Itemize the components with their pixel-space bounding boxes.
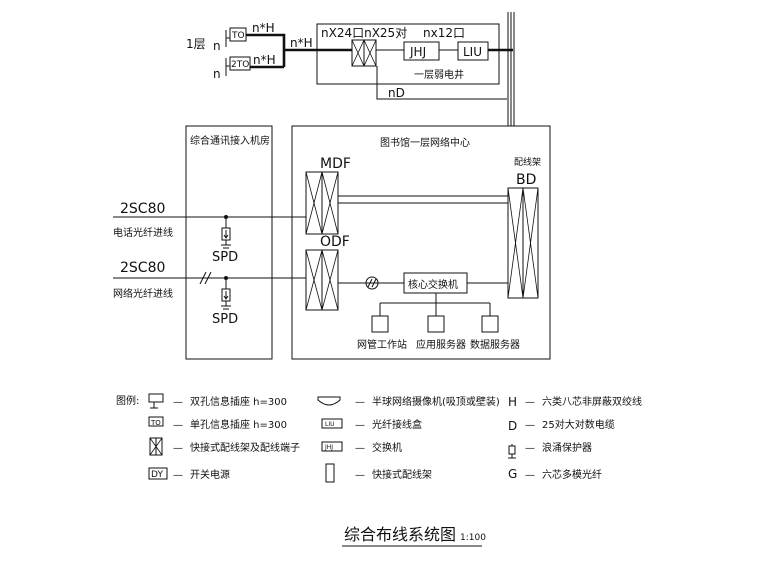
server-branch-lines	[379, 293, 491, 316]
mdf-label: MDF	[320, 156, 351, 172]
legend-code-dy: DY	[151, 470, 163, 480]
distribution-frame-icon	[149, 437, 163, 456]
core-switch-label: 核心交换机	[408, 278, 458, 291]
incoming-label-1: 电话光纤进线	[113, 226, 173, 239]
network-center-title: 图书馆一层网络中心	[380, 136, 470, 149]
legend-dash: —	[525, 420, 535, 431]
shaft-switch	[403, 41, 440, 61]
diagram-caption: 综合布线系统图	[344, 525, 456, 544]
nd-cable	[376, 66, 507, 100]
fiber-box-icon	[321, 418, 343, 429]
nh-label-lower: n*H	[253, 53, 276, 67]
surge-protector-1	[221, 215, 231, 249]
bd-label: BD	[516, 172, 536, 188]
comm-room-title: 综合通讯接入机房	[190, 134, 270, 147]
legend-dash: —	[355, 470, 365, 481]
network-center-box	[291, 125, 551, 360]
spd-label-1: SPD	[212, 250, 238, 265]
workstation-box	[371, 315, 389, 333]
legend-letter-h: H	[508, 395, 517, 409]
legend-text-dome-camera: 半球网络摄像机(吸顶或壁装)	[372, 395, 500, 408]
legend-text-utp: 六类八芯非屏蔽双绞线	[542, 395, 642, 408]
legend-text-patch-panel: 快接式配线架	[372, 468, 432, 481]
legend-text-large-pair: 25对大对数电缆	[542, 418, 615, 431]
diagram-scale: 1:100	[460, 533, 486, 543]
shaft-fiber-box-label: LIU	[463, 45, 482, 59]
spd-label-2: SPD	[212, 312, 238, 327]
legend-text-distribution-frame: 快接式配线架及配线端子	[190, 441, 300, 454]
legend-title: 图例:	[116, 394, 139, 407]
dual-outlet-icon	[148, 393, 164, 409]
fiber-converter-icon	[365, 276, 379, 290]
switch-icon	[321, 441, 343, 452]
data-server-box	[481, 315, 499, 333]
legend-dash: —	[173, 397, 183, 408]
shaft-label: 一层弱电井	[414, 68, 464, 81]
workstation-label: 网管工作站	[357, 338, 407, 351]
nh-label-trunk: n*H	[290, 36, 313, 50]
shaft-port-label: nx12口	[423, 26, 465, 40]
dual-outlet-symbol: 2TO	[225, 56, 251, 76]
legend-text-dual-outlet: 双孔信息插座 h=300	[190, 395, 287, 408]
patch-panel-icon	[325, 463, 335, 483]
data-server-label: 数据服务器	[470, 338, 520, 351]
odf-label: ODF	[320, 234, 350, 250]
legend-text-fiber-box: 光纤接线盒	[372, 418, 422, 431]
rack-label: 配线架	[514, 156, 541, 168]
incoming-cable-1: 2SC80	[120, 201, 165, 217]
legend-dash: —	[173, 443, 183, 454]
nd-label: nD	[388, 86, 405, 100]
legend-dash: —	[525, 470, 535, 481]
odf-frame	[305, 249, 339, 311]
single-outlet-symbol: TO	[225, 27, 247, 47]
incoming-label-2: 网络光纤进线	[113, 287, 173, 300]
legend-text-single-outlet: 单孔信息插座 h=300	[190, 418, 287, 431]
legend-text-fiber: 六芯多模光纤	[542, 468, 602, 481]
outlet-count-upper: n	[213, 39, 221, 53]
legend-dash: —	[173, 420, 183, 431]
legend-dash: —	[355, 443, 365, 454]
fiber-mark-icon	[199, 271, 212, 285]
comm-room-box	[185, 125, 273, 360]
outlet-count-lower: n	[213, 67, 221, 81]
legend-text-switch: 交换机	[372, 441, 402, 454]
legend-code-jhj: JHJ	[324, 444, 333, 451]
legend-letter-d: D	[508, 419, 517, 433]
nh-label-upper: n*H	[252, 21, 275, 35]
incoming-cable-2: 2SC80	[120, 260, 165, 276]
surge-protector-2	[221, 276, 231, 310]
app-server-label: 应用服务器	[416, 338, 466, 351]
surge-protector-icon	[508, 444, 516, 459]
legend-dash: —	[525, 397, 535, 408]
svg-text:TO: TO	[150, 419, 161, 427]
outlet-to-label: TO	[231, 31, 245, 41]
bd-frame	[507, 187, 539, 299]
weak-shaft-box	[316, 23, 500, 85]
legend-letter-g: G	[508, 467, 517, 481]
outlet-2to-label: 2TO	[231, 60, 249, 70]
dome-camera-icon	[317, 396, 341, 406]
mdf-frame	[305, 171, 339, 235]
legend-dash: —	[355, 420, 365, 431]
legend-text-surge: 浪涌保护器	[542, 441, 592, 454]
mdf-to-bd-link	[338, 195, 508, 204]
shaft-switch-label: JHJ	[409, 45, 426, 59]
legend-dash: —	[355, 397, 365, 408]
shaft-cable-label: nX24口nX25对	[321, 26, 407, 40]
legend-text-power-switch: 开关电源	[190, 468, 230, 481]
legend-code-liu: LIU	[325, 421, 335, 428]
floor-label: 1层	[186, 37, 206, 51]
shaft-patch-frame	[351, 39, 377, 67]
outlet-cable	[246, 33, 352, 69]
app-server-box	[427, 315, 445, 333]
single-outlet-icon: TO	[148, 416, 164, 427]
legend-dash: —	[173, 470, 183, 481]
power-switch-icon	[148, 467, 168, 480]
legend-dash: —	[525, 443, 535, 454]
